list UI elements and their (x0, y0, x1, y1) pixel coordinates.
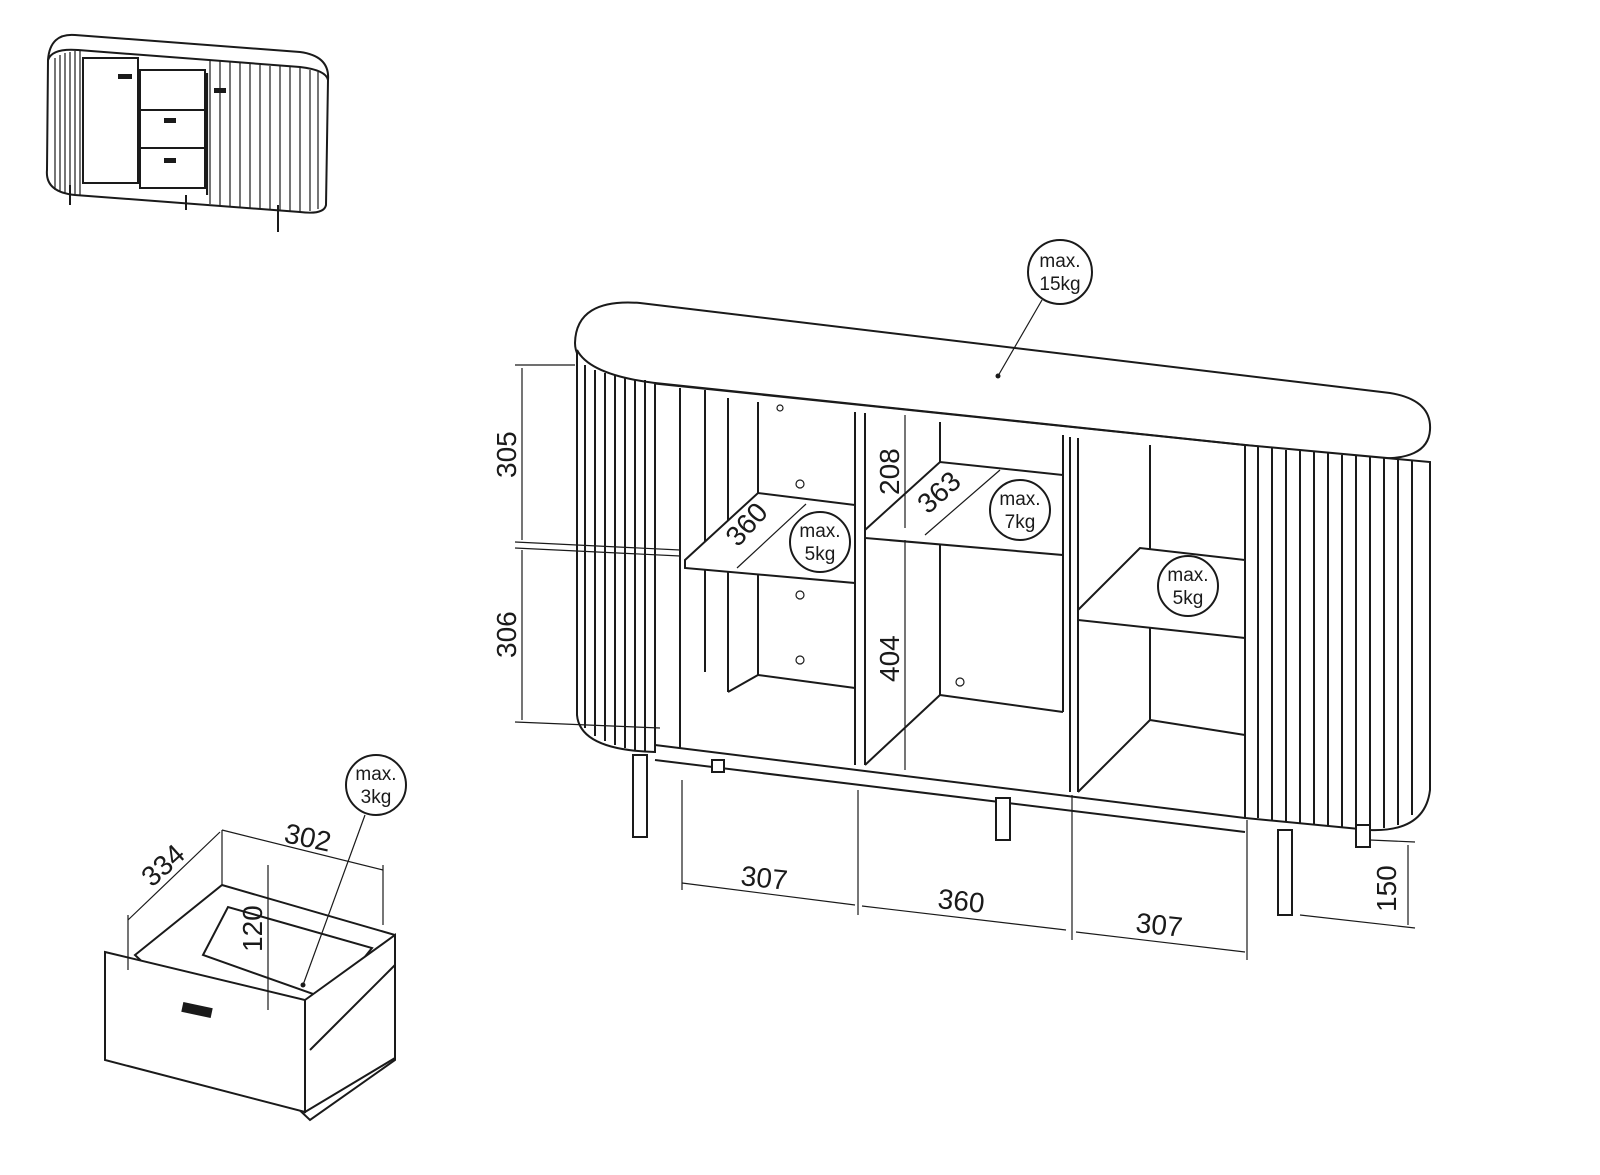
weight-limit-drawer: max. 3kg (345, 754, 407, 816)
drawer-dimension-lines (127, 814, 384, 1010)
main-sideboard (573, 301, 1432, 916)
svg-text:max.: max. (1167, 565, 1208, 586)
svg-text:3kg: 3kg (361, 787, 392, 808)
dim-right-width: 307 (1134, 907, 1184, 943)
dim-drawer-height: 120 (237, 905, 268, 952)
weight-limit-top: max. 15kg (1027, 239, 1093, 305)
svg-text:max.: max. (1039, 251, 1080, 272)
weight-limit-left-shelf: max. 5kg (789, 511, 851, 573)
svg-text:max.: max. (355, 764, 396, 785)
svg-text:max.: max. (799, 521, 840, 542)
dim-left-width: 307 (739, 860, 789, 896)
thumbnail-sideboard (45, 33, 330, 232)
svg-text:max.: max. (999, 489, 1040, 510)
dim-drawer-width: 302 (282, 818, 334, 858)
dim-middle-lower-height: 404 (874, 635, 905, 682)
svg-text:15kg: 15kg (1039, 274, 1080, 295)
dimension-lines (514, 299, 1416, 960)
dim-middle-width: 360 (936, 883, 986, 919)
drawer (104, 883, 396, 1122)
weight-limit-middle-shelf: max. 7kg (989, 479, 1051, 541)
dim-drawer-depth: 334 (135, 838, 190, 892)
weight-limit-right-shelf: max. 5kg (1157, 555, 1219, 617)
dim-left-lower-height: 306 (491, 611, 522, 658)
svg-text:7kg: 7kg (1005, 512, 1036, 533)
dim-leg-height: 150 (1371, 865, 1402, 912)
svg-text:5kg: 5kg (1173, 588, 1204, 609)
dim-left-upper-height: 305 (491, 431, 522, 478)
svg-text:5kg: 5kg (805, 544, 836, 565)
dim-middle-upper-height: 208 (874, 448, 905, 495)
